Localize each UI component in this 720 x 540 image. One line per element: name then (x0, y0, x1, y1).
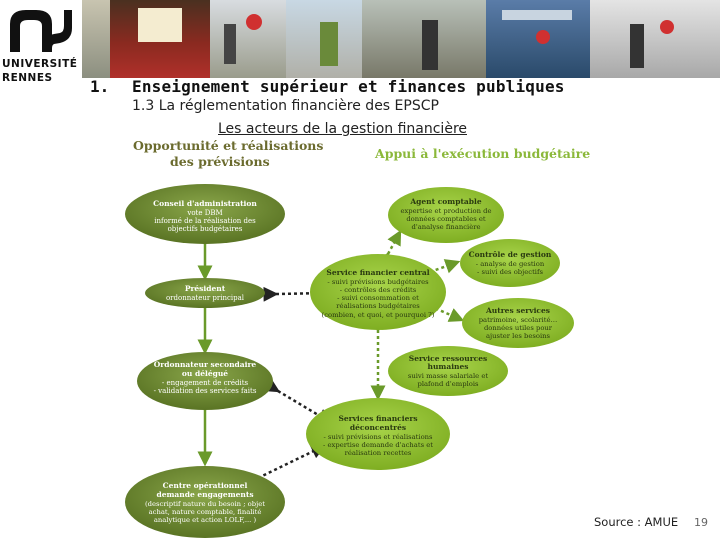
node-services-financiers-deconcentres: Services financiers déconcentrés - suivi… (306, 398, 450, 470)
page-subtitle: 1.3 La réglementation financière des EPS… (132, 98, 439, 114)
node-agent-line: données comptables et (406, 215, 486, 223)
node-rh-line: plafond d'emplois (417, 380, 479, 388)
left-heading-line2: des prévisions (170, 154, 270, 169)
node-centre-line: (descriptif nature du besoin ; objet (145, 500, 265, 508)
node-president-title: Président (185, 284, 226, 293)
node-service-financier-central: Service financier central - suivi prévis… (310, 254, 446, 330)
rennes-logo-icon (6, 6, 72, 56)
node-agent-line: d'analyse financière (411, 223, 480, 231)
banner-photo-5 (362, 0, 486, 78)
logo-line-1: UNIVERSITÉ (2, 58, 76, 70)
section-title: Les acteurs de la gestion financière (218, 121, 467, 137)
node-cdg-title: Contrôle de gestion (469, 250, 552, 259)
node-ca-line: informé de la réalisation des (154, 217, 256, 225)
source-note: Source : AMUE (594, 515, 678, 529)
university-logo: UNIVERSITÉ RENNES (2, 6, 74, 92)
banner-photo-4 (286, 0, 362, 78)
node-autres-title: Autres services (485, 306, 550, 315)
node-sfd-line: - suivi prévisions et réalisations (323, 433, 433, 441)
node-sfd-line: réalisation recettes (345, 449, 412, 457)
node-centre-operationnel: Centre opérationnel demande engagements … (125, 466, 285, 538)
centre-sfd-link (258, 446, 324, 478)
photo-banner (82, 0, 720, 78)
section-number: 1. (90, 77, 109, 96)
node-centre-line: analytique et action LOLF,... ) (154, 516, 257, 524)
node-ordo-line: ou délégué (182, 369, 228, 378)
node-centre-line: achat, nature comptable, finalité (149, 508, 262, 516)
left-heading-line1: Opportunité et réalisations (133, 138, 323, 153)
node-sfc-line: (combien, et quoi, et pourquoi ?) (322, 311, 435, 319)
node-autres-line: patrimoine, scolarité… (479, 316, 558, 324)
sfc-agent-link (388, 232, 400, 254)
node-ordo-line: - engagement de crédits (162, 379, 249, 387)
node-cdg-line: - suivi des objectifs (477, 268, 543, 276)
right-heading: Appui à l'exécution budgétaire (374, 146, 590, 161)
node-ordonnateur-secondaire: Ordonnateur secondaire ou délégué - enga… (137, 352, 273, 410)
banner-photo-1 (82, 0, 110, 78)
node-cdg-line: - analyse de gestion (476, 260, 545, 268)
page-number: 19 (694, 516, 708, 529)
node-sfc-line: - suivi consommation et (337, 294, 419, 302)
node-ca-title: Conseil d'administration (153, 199, 257, 208)
node-sfc-line: réalisations budgétaires (336, 302, 420, 310)
banner-photo-2 (110, 0, 210, 78)
node-autres-line: ajuster les besoins (486, 332, 551, 340)
node-autres-line: données utiles pour (484, 324, 553, 332)
node-sfc-line: - suivi prévisions budgétaires (327, 278, 429, 286)
node-sfc-title: Service financier central (326, 268, 429, 277)
banner-photo-7 (590, 0, 720, 78)
node-autres-services: Autres services patrimoine, scolarité… d… (462, 298, 574, 348)
node-sfd-line: - expertise demande d'achats et (323, 441, 433, 449)
node-president: Président ordonnateur principal (145, 278, 265, 308)
banner-photo-6 (486, 0, 590, 78)
sfc-cdg-link (430, 262, 458, 272)
node-agent-title: Agent comptable (409, 197, 482, 206)
node-ressources-humaines: Service ressources humaines suivi masse … (388, 346, 508, 396)
node-ca-line: vote DBM (186, 209, 222, 217)
logo-line-2: RENNES (2, 72, 76, 84)
node-rh-line: suivi masse salariale et (408, 372, 488, 380)
node-ordo-title: Ordonnateur secondaire (154, 360, 257, 369)
banner-photo-3 (210, 0, 286, 78)
node-rh-line: humaines (428, 362, 469, 371)
node-centre-title: Centre opérationnel (163, 481, 248, 490)
financial-actors-diagram: Opportunité et réalisations des prévisio… (120, 136, 590, 540)
node-agent-comptable: Agent comptable expertise et production … (388, 187, 504, 243)
page-title: Enseignement supérieur et finances publi… (132, 77, 565, 96)
node-ordo-line: - validation des services faits (154, 387, 257, 395)
node-sfd-line: déconcentrés (350, 423, 406, 432)
node-controle-gestion: Contrôle de gestion - analyse de gestion… (460, 239, 560, 287)
node-sfd-title: Services financiers (338, 414, 417, 423)
node-sfc-line: - contrôles des crédits (340, 286, 417, 294)
node-ca-line: objectifs budgétaires (168, 225, 243, 233)
node-agent-line: expertise et production de (400, 207, 491, 215)
node-centre-line: demande engagements (156, 490, 253, 499)
node-conseil-administration: Conseil d'administration vote DBM inform… (125, 184, 285, 244)
node-president-line: ordonnateur principal (166, 294, 245, 302)
